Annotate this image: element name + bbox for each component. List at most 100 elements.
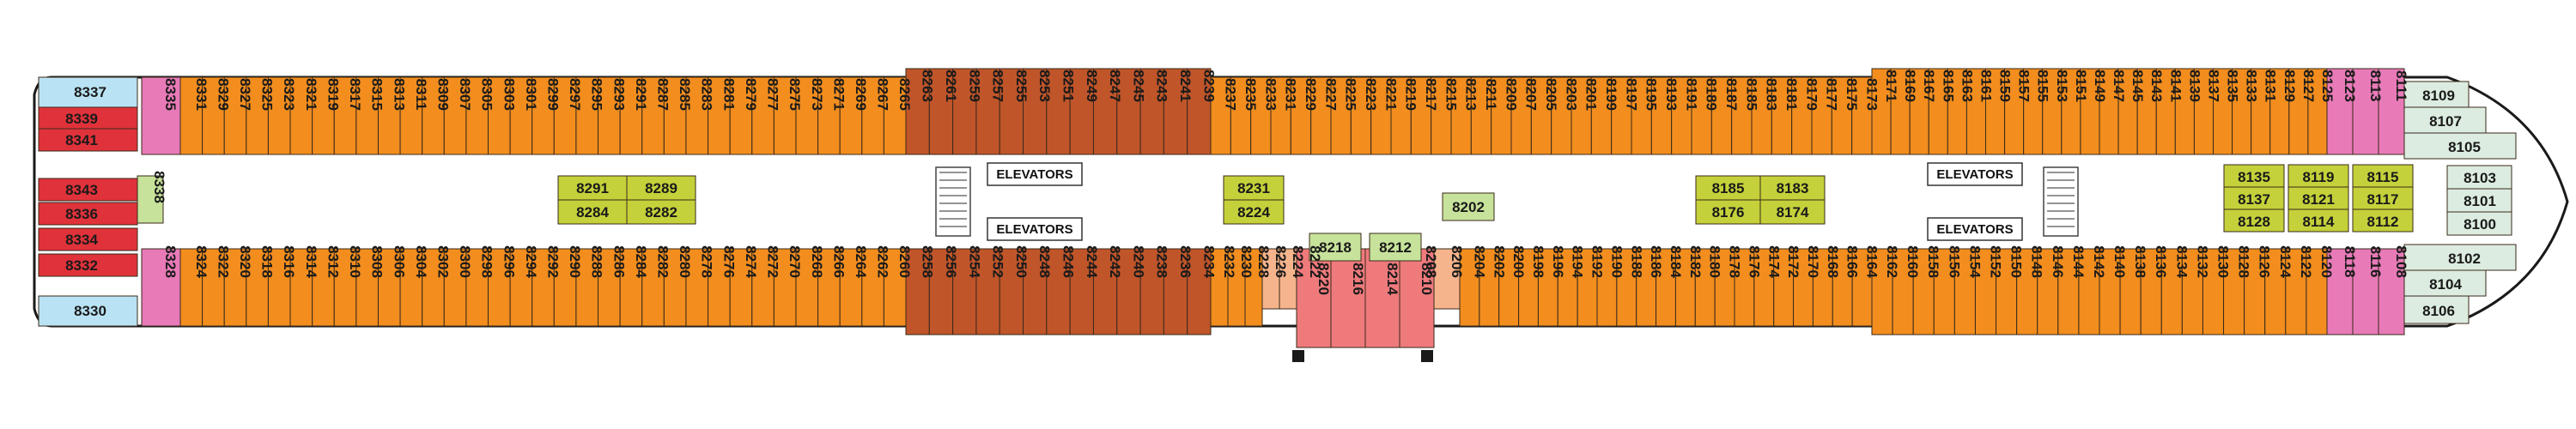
cabin-cell[interactable] <box>626 175 696 201</box>
cabin-cell[interactable] <box>1046 248 1071 335</box>
cabin-cell[interactable] <box>952 248 977 335</box>
cabin-cell[interactable] <box>905 68 930 155</box>
cabin-cell[interactable] <box>2378 248 2405 335</box>
cabin-cell[interactable] <box>2287 208 2349 233</box>
cabin-cell[interactable] <box>619 248 643 327</box>
cabin-cell[interactable] <box>532 76 555 155</box>
cabin-cell[interactable] <box>2403 244 2517 271</box>
cabin-cell[interactable] <box>2223 186 2285 210</box>
cabin-cell[interactable] <box>1996 248 2018 335</box>
cabin-cell[interactable] <box>532 248 555 327</box>
cabin-cell[interactable] <box>38 202 138 226</box>
cabin-cell[interactable] <box>2223 164 2285 188</box>
cabin-cell[interactable] <box>2264 248 2287 335</box>
cabin-cell[interactable] <box>137 175 164 224</box>
cabin-cell[interactable] <box>2078 248 2100 335</box>
cabin-cell[interactable] <box>1892 248 1914 335</box>
cabin-cell[interactable] <box>817 76 841 155</box>
cabin-cell[interactable] <box>141 248 181 327</box>
cabin-cell[interactable] <box>1139 68 1164 155</box>
cabin-cell[interactable] <box>246 76 269 155</box>
cabin-cell[interactable] <box>975 68 1000 155</box>
cabin-cell[interactable] <box>2446 188 2512 213</box>
cabin-cell[interactable] <box>928 68 954 155</box>
cabin-cell[interactable] <box>377 248 401 327</box>
cabin-cell[interactable] <box>626 199 696 225</box>
cabin-cell[interactable] <box>422 248 445 327</box>
cabin-cell[interactable] <box>641 248 665 327</box>
cabin-cell[interactable] <box>1974 248 1997 335</box>
cabin-cell[interactable] <box>2287 186 2349 210</box>
cabin-cell[interactable] <box>1139 248 1164 335</box>
cabin-cell[interactable] <box>2057 248 2080 335</box>
cabin-cell[interactable] <box>729 76 753 155</box>
cabin-cell[interactable] <box>38 295 138 327</box>
cabin-cell[interactable] <box>2181 248 2203 335</box>
cabin-cell[interactable] <box>1369 233 1422 262</box>
cabin-cell[interactable] <box>509 248 533 327</box>
cabin-cell[interactable] <box>2119 248 2142 335</box>
cabin-cell[interactable] <box>377 76 401 155</box>
cabin-cell[interactable] <box>2403 132 2517 160</box>
cabin-cell[interactable] <box>685 76 709 155</box>
cabin-cell[interactable] <box>141 76 181 155</box>
cabin-cell[interactable] <box>267 248 291 327</box>
cabin-cell[interactable] <box>289 248 313 327</box>
cabin-cell[interactable] <box>399 248 423 327</box>
cabin-cell[interactable] <box>1092 68 1118 155</box>
cabin-cell[interactable] <box>487 248 511 327</box>
cabin-cell[interactable] <box>465 248 489 327</box>
cabin-cell[interactable] <box>1223 199 1285 225</box>
cabin-cell[interactable] <box>202 76 225 155</box>
cabin-cell[interactable] <box>38 227 138 251</box>
cabin-cell[interactable] <box>817 248 841 327</box>
cabin-cell[interactable] <box>663 76 687 155</box>
cabin-cell[interactable] <box>1759 199 1826 225</box>
cabin-cell[interactable] <box>641 76 665 155</box>
cabin-cell[interactable] <box>465 76 489 155</box>
cabin-cell[interactable] <box>2326 248 2354 335</box>
cabin-cell[interactable] <box>2352 208 2414 233</box>
cabin-cell[interactable] <box>1187 68 1212 155</box>
cabin-cell[interactable] <box>1223 175 1285 201</box>
cabin-cell[interactable] <box>773 248 797 327</box>
cabin-cell[interactable] <box>553 76 577 155</box>
cabin-cell[interactable] <box>795 76 819 155</box>
cabin-cell[interactable] <box>883 76 907 155</box>
cabin-cell[interactable] <box>1695 199 1761 225</box>
cabin-cell[interactable] <box>708 76 731 155</box>
cabin-cell[interactable] <box>575 248 599 327</box>
cabin-cell[interactable] <box>289 76 313 155</box>
cabin-cell[interactable] <box>1023 248 1048 335</box>
cabin-cell[interactable] <box>553 248 577 327</box>
cabin-cell[interactable] <box>2037 248 2059 335</box>
cabin-cell[interactable] <box>2403 269 2487 297</box>
cabin-cell[interactable] <box>1069 248 1094 335</box>
cabin-cell[interactable] <box>1399 248 1435 348</box>
cabin-cell[interactable] <box>1116 68 1141 155</box>
cabin-cell[interactable] <box>2352 164 2414 188</box>
cabin-cell[interactable] <box>1046 68 1071 155</box>
cabin-cell[interactable] <box>443 248 467 327</box>
cabin-cell[interactable] <box>2403 106 2487 134</box>
cabin-cell[interactable] <box>685 248 709 327</box>
cabin-cell[interactable] <box>975 248 1000 335</box>
cabin-cell[interactable] <box>38 178 138 202</box>
cabin-cell[interactable] <box>487 76 511 155</box>
cabin-cell[interactable] <box>2403 81 2470 108</box>
cabin-cell[interactable] <box>928 248 954 335</box>
cabin-cell[interactable] <box>1442 192 1495 221</box>
cabin-cell[interactable] <box>2446 211 2512 236</box>
cabin-cell[interactable] <box>2326 68 2354 155</box>
cabin-cell[interactable] <box>952 68 977 155</box>
cabin-cell[interactable] <box>2352 186 2414 210</box>
cabin-cell[interactable] <box>839 76 863 155</box>
cabin-cell[interactable] <box>2016 248 2038 335</box>
cabin-cell[interactable] <box>38 128 138 152</box>
cabin-cell[interactable] <box>1364 248 1400 348</box>
cabin-cell[interactable] <box>333 248 357 327</box>
cabin-cell[interactable] <box>422 76 445 155</box>
cabin-cell[interactable] <box>795 248 819 327</box>
cabin-cell[interactable] <box>905 248 930 335</box>
cabin-cell[interactable] <box>1092 248 1118 335</box>
